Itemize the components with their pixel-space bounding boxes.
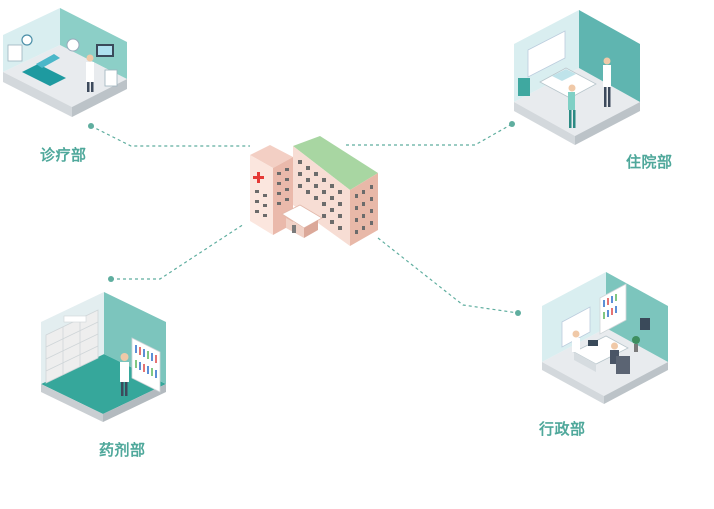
hospital-building-icon [250,136,378,246]
clinic-room-icon [3,8,127,117]
node-label-inpatient: 住院部 [626,153,673,171]
inpatient-room-icon [514,10,640,145]
pharmacy-room-icon [41,292,166,422]
connector-dot-pharmacy [108,276,114,282]
connector-inpatient [346,123,513,146]
node-label-admin: 行政部 [539,420,586,438]
connectors [90,123,519,314]
node-label-clinic: 诊疗部 [40,146,87,164]
node-label-pharmacy: 药剂部 [99,441,146,459]
connector-dot-inpatient [509,121,515,127]
admin-room-icon [542,272,668,404]
connector-admin [377,237,519,314]
connector-pharmacy [111,223,245,280]
connector-dot-admin [515,310,521,316]
connector-dot-clinic [88,123,94,129]
connector-dots [88,121,521,316]
connector-clinic [90,125,250,147]
